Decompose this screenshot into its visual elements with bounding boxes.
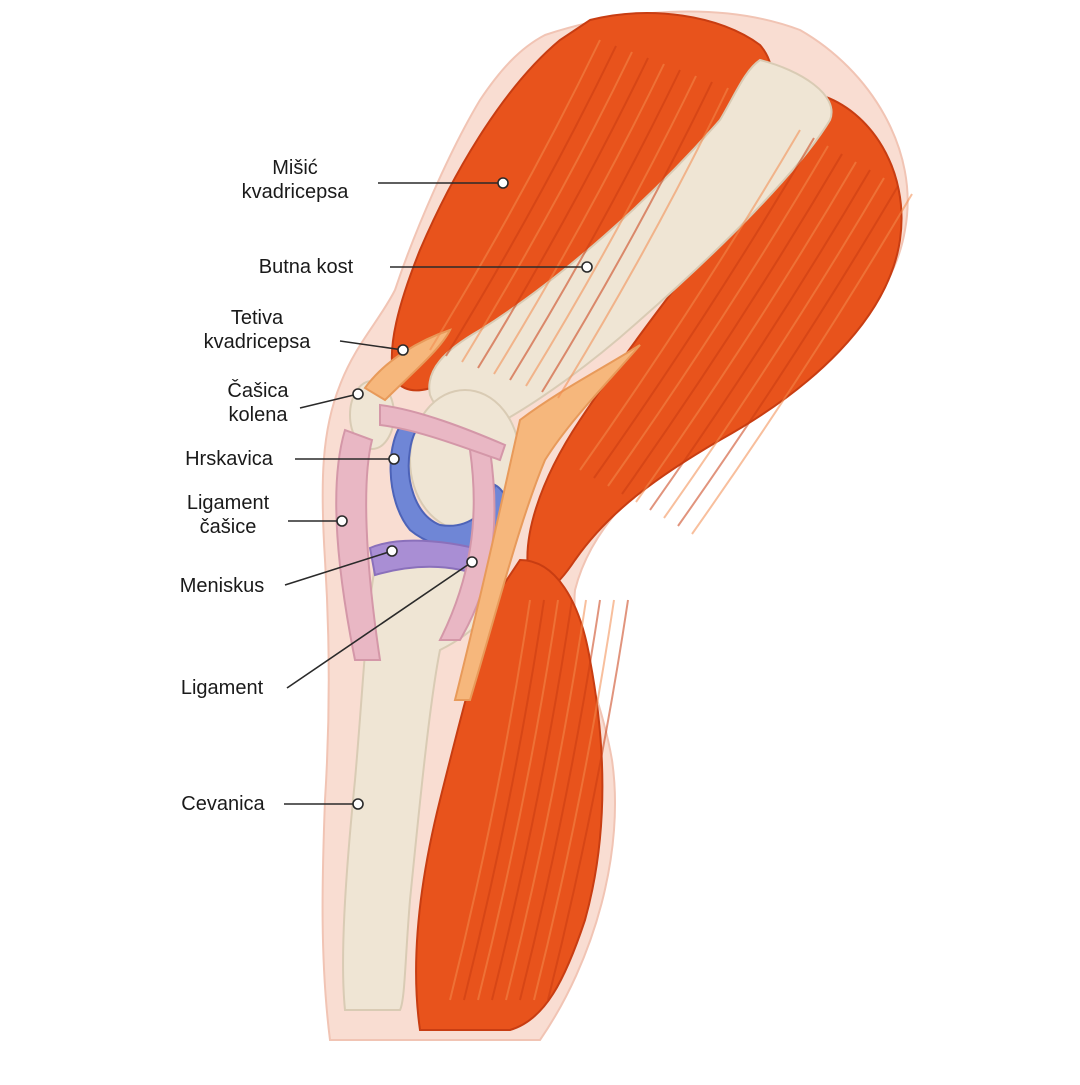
muscle-fiber [607,145,829,487]
hamstring-tendon [453,344,641,701]
leader-femur-dot [581,261,593,273]
muscle-fiber [477,599,559,1001]
label-patellar-ligament: Ligament čašice [186,492,270,538]
label-meniscus: Meniskus [179,575,265,597]
leader-meniscus [284,550,393,586]
quadriceps-tendon [363,328,452,402]
label-patella: Čašica kolena [227,380,289,426]
muscle-fiber [429,39,601,351]
patellar-ligament [335,428,382,661]
muscle-fiber [519,599,601,1001]
muscle-fiber [445,45,617,357]
muscle-fiber [541,81,713,393]
muscle-fiber [525,75,697,387]
muscle-fiber [477,57,649,369]
muscle-fiber [533,599,615,1001]
muscle-fiber [593,137,815,479]
muscle-fiber [691,193,913,535]
muscle-fiber [649,169,871,511]
muscle-fiber [557,87,729,399]
label-ligament: Ligament [180,677,264,699]
muscle-fiber [491,599,573,1001]
leader-quadriceps-tendon-dot [397,344,409,356]
leader-cartilage-dot [388,453,400,465]
muscle-fibers [429,39,913,1001]
leader-patella [299,393,359,409]
label-tibia: Cevanica [181,793,265,815]
muscle-fiber [547,599,629,1001]
muscle-fiber [635,161,857,503]
leader-patella-dot [352,388,364,400]
muscle-fiber [621,153,843,495]
muscle-fiber [677,185,899,527]
leader-quadriceps-tendon [339,340,404,351]
leader-ligament [286,561,473,689]
label-quadriceps-tendon: Tetiva kvadricepsa [203,307,311,353]
muscle-fiber [509,69,681,381]
label-leader-lines [284,177,593,810]
muscle-fiber [663,177,885,519]
leader-meniscus-dot [386,545,398,557]
leader-tibia-dot [352,798,364,810]
muscle-fiber [449,599,531,1001]
muscle-fiber [505,599,587,1001]
patellar-band [379,403,507,462]
leader-patellar-ligament-dot [336,515,348,527]
leader-ligament-dot [466,556,478,568]
label-cartilage: Hrskavica [185,448,273,470]
leader-quadriceps-muscle-dot [497,177,509,189]
muscle-fiber [579,129,801,471]
muscle-fiber [463,599,545,1001]
label-femur: Butna kost [258,256,354,278]
muscle-fiber [493,63,665,375]
muscle-fiber [461,51,633,363]
label-quadriceps-muscle: Mišić kvadricepsa [241,157,349,203]
